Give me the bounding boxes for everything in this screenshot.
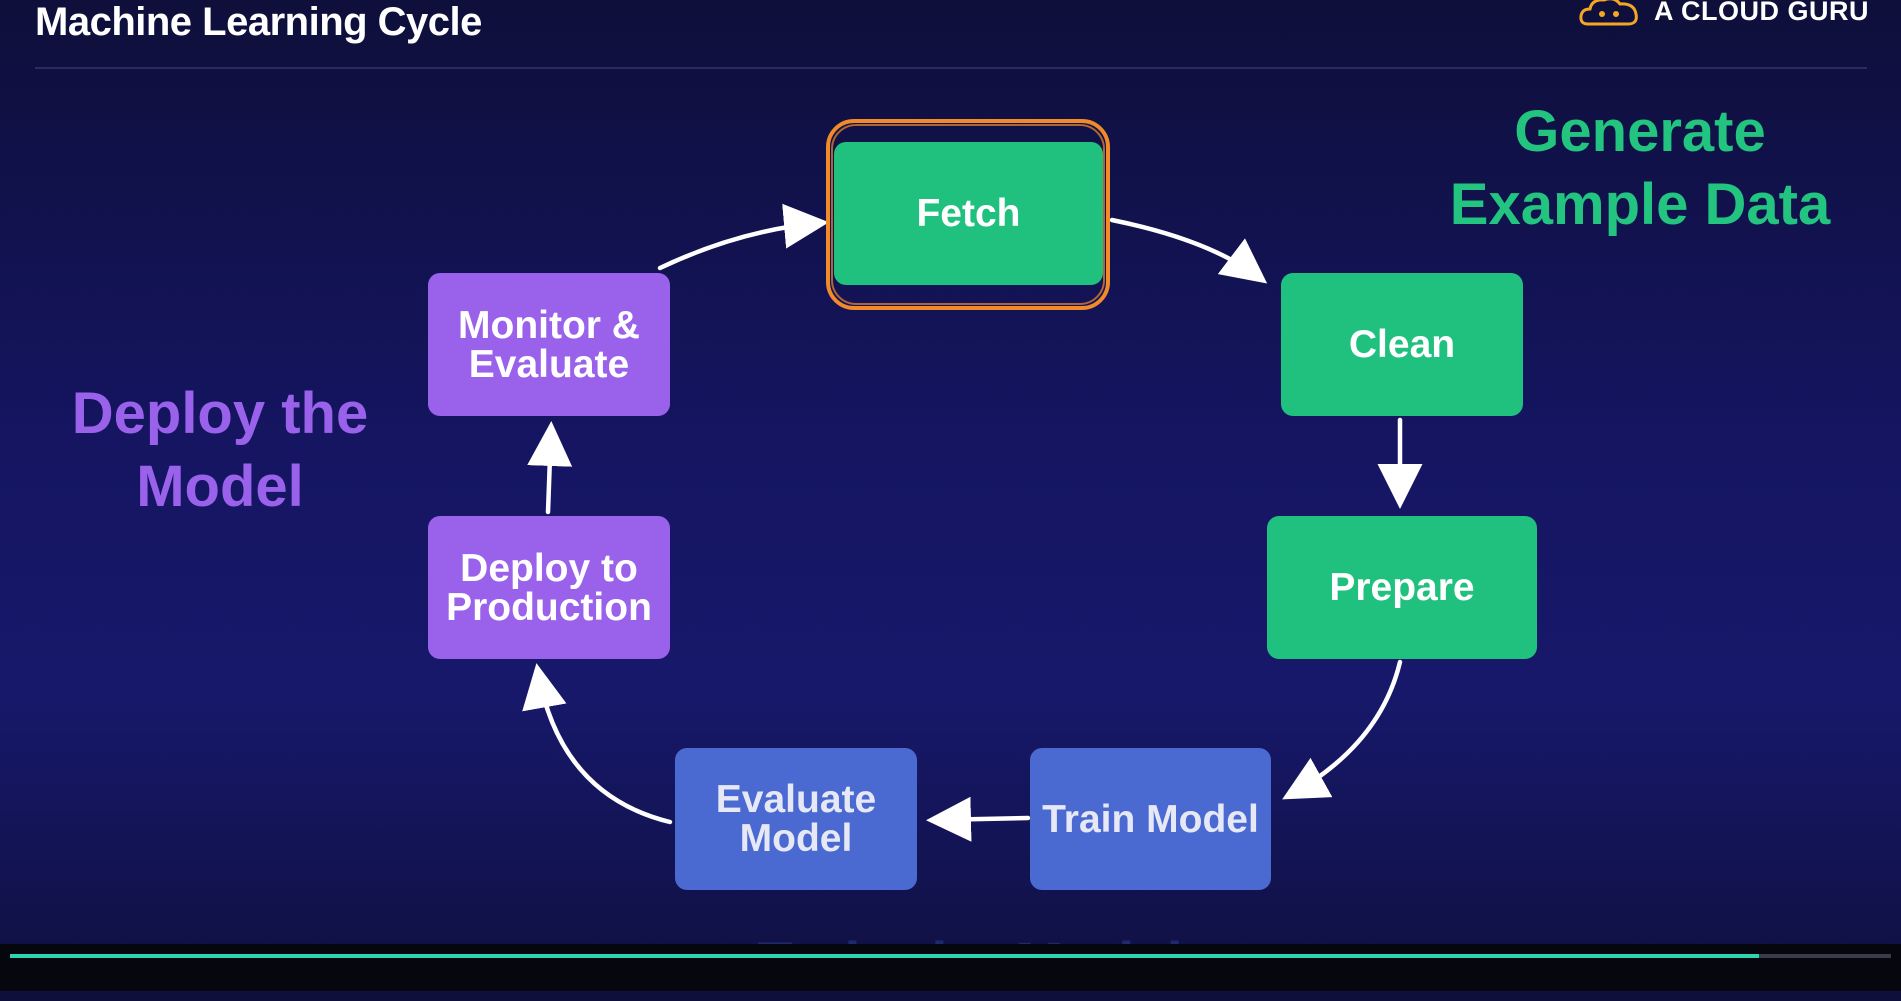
arrow-evaluate-to-deploy <box>522 663 673 825</box>
fetch-highlight-ring-inner <box>831 124 1105 305</box>
node-fetch: Fetch <box>834 142 1103 285</box>
node-train-model: Train Model <box>1030 748 1271 890</box>
arrow-prepare-to-train <box>1282 659 1403 800</box>
node-evaluate-model-line2: Model <box>739 817 853 860</box>
node-deploy-to-production: Deploy to Production <box>428 516 670 659</box>
arrow-fetch-to-clean <box>1109 217 1268 284</box>
node-deploy-line2: Production <box>446 585 652 629</box>
node-prepare-label: Prepare <box>1329 566 1475 609</box>
node-evaluate-model: Evaluate Model <box>675 748 917 890</box>
arrow-train-to-evaluate <box>926 796 1031 842</box>
label-generate-line1: Generate <box>1514 99 1766 164</box>
progress-track[interactable] <box>10 954 1891 958</box>
node-fetch-label: Fetch <box>916 192 1021 235</box>
arrow-monitor-to-fetch <box>657 203 829 271</box>
label-deploy-the-model: Deploy the Model <box>40 378 400 523</box>
video-player-bar[interactable] <box>0 944 1901 991</box>
arrow-deploy-to-monitor <box>527 421 573 515</box>
slide-title: Machine Learning Cycle <box>35 0 482 44</box>
brand: A CLOUD GURU <box>1578 0 1869 28</box>
cloud-logo-icon <box>1579 0 1638 26</box>
node-monitor-line1: Monitor & <box>458 303 640 347</box>
node-monitor-line2: Evaluate <box>468 342 630 386</box>
node-deploy-line1: Deploy to <box>460 546 638 590</box>
fetch-highlight-ring <box>826 119 1110 310</box>
label-deploy-line1: Deploy the <box>71 381 369 446</box>
node-clean: Clean <box>1281 273 1523 416</box>
node-evaluate-model-line1: Evaluate <box>715 778 877 821</box>
node-prepare: Prepare <box>1267 516 1537 659</box>
progress-fill <box>10 954 1760 958</box>
node-train-model-label: Train Model <box>1042 797 1259 841</box>
title-divider <box>35 67 1867 69</box>
brand-name: A CLOUD GURU <box>1654 0 1869 26</box>
node-clean-label: Clean <box>1348 323 1456 366</box>
label-generate-line2: Example Data <box>1449 171 1831 237</box>
node-monitor-evaluate: Monitor & Evaluate <box>428 273 670 416</box>
label-deploy-line2: Model <box>136 453 304 519</box>
label-generate-example-data: Generate Example Data <box>1420 96 1860 241</box>
